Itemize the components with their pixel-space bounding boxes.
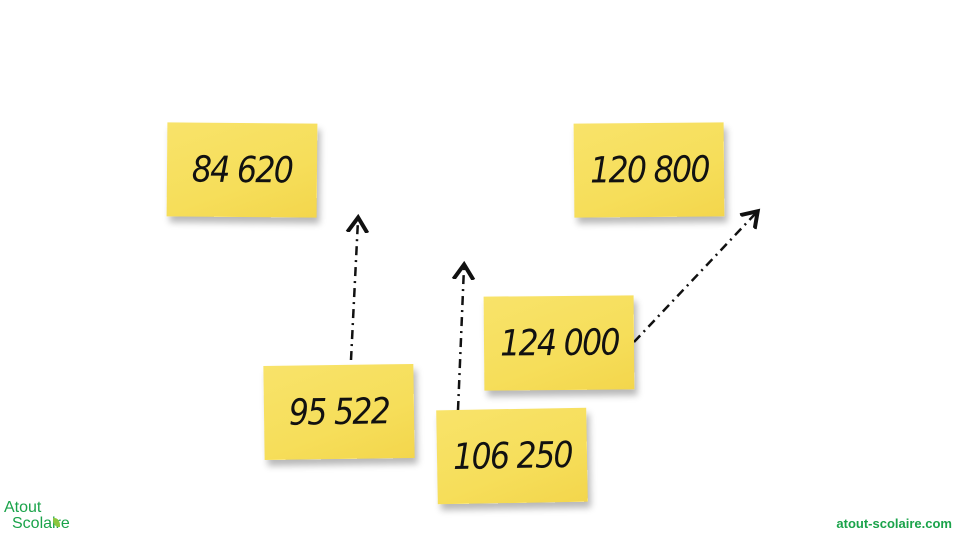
logo-line2: Scolaire — [12, 515, 70, 532]
site-url: atout-scolaire.com — [836, 516, 952, 531]
sticky-note: 84 620 — [166, 122, 318, 218]
leaf-icon — [53, 518, 60, 527]
logo-line1: Atout — [4, 499, 42, 516]
note-value: 106 250 — [452, 434, 572, 478]
note-value: 84 620 — [191, 149, 293, 191]
sticky-note: 124 000 — [483, 295, 635, 391]
sticky-note: 106 250 — [436, 407, 588, 505]
note-value: 95 522 — [288, 390, 390, 434]
arrow-106250-up — [458, 267, 464, 411]
note-value: 124 000 — [499, 321, 619, 365]
arrow-95522-to-84620 — [351, 220, 358, 361]
note-value: 120 800 — [589, 148, 709, 192]
sticky-note: 95 522 — [263, 363, 415, 461]
logo: Atout Scolaire — [4, 500, 70, 532]
arrow-124000-to-120800 — [633, 213, 756, 343]
sticky-note: 120 800 — [573, 122, 725, 218]
